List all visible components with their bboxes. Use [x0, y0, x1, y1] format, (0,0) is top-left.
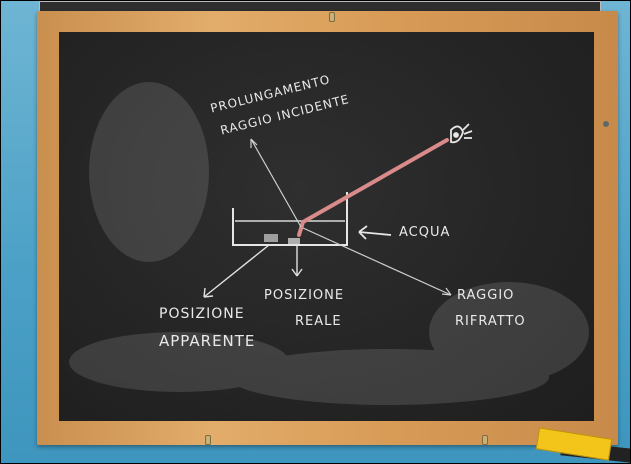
label-rifratto: RIFRATTO: [455, 314, 526, 329]
label-acqua: ACQUA: [399, 225, 451, 240]
container-outline: [232, 192, 348, 246]
chalkboard: PROLUNGAMENTO RAGGIO INCIDENTE ACQUA POS…: [59, 32, 594, 421]
apparent-arrow: [203, 244, 270, 298]
label-posizione-reale-1: POSIZIONE: [264, 288, 345, 303]
refracted-ray: [302, 227, 452, 296]
frame-clip-top: [329, 12, 335, 22]
chalk-diagram: [69, 82, 589, 405]
label-posizione-apparente-1: POSIZIONE: [159, 306, 245, 322]
prolongation-line: [250, 138, 302, 228]
label-raggio: RAGGIO: [457, 288, 515, 303]
frame-clip-bottom-right: [482, 435, 488, 445]
prolongation-arrowhead: [250, 138, 258, 148]
apparent-object: [264, 234, 278, 242]
real-object: [288, 238, 300, 244]
frame-clip-bottom-left: [205, 435, 211, 445]
eye-icon: [450, 123, 473, 144]
wall-screw: [603, 121, 609, 127]
incident-ray: [297, 138, 449, 237]
water-arrowhead: [358, 225, 368, 240]
refracted-arrowhead: [441, 287, 452, 296]
real-arrowhead: [291, 268, 303, 277]
label-posizione-reale-2: REALE: [295, 314, 342, 329]
eraser-smudges: [69, 82, 589, 405]
label-posizione-apparente-2: APPARENTE: [159, 332, 256, 350]
apparent-arrowhead: [203, 287, 214, 298]
water-arrow: [358, 231, 392, 236]
